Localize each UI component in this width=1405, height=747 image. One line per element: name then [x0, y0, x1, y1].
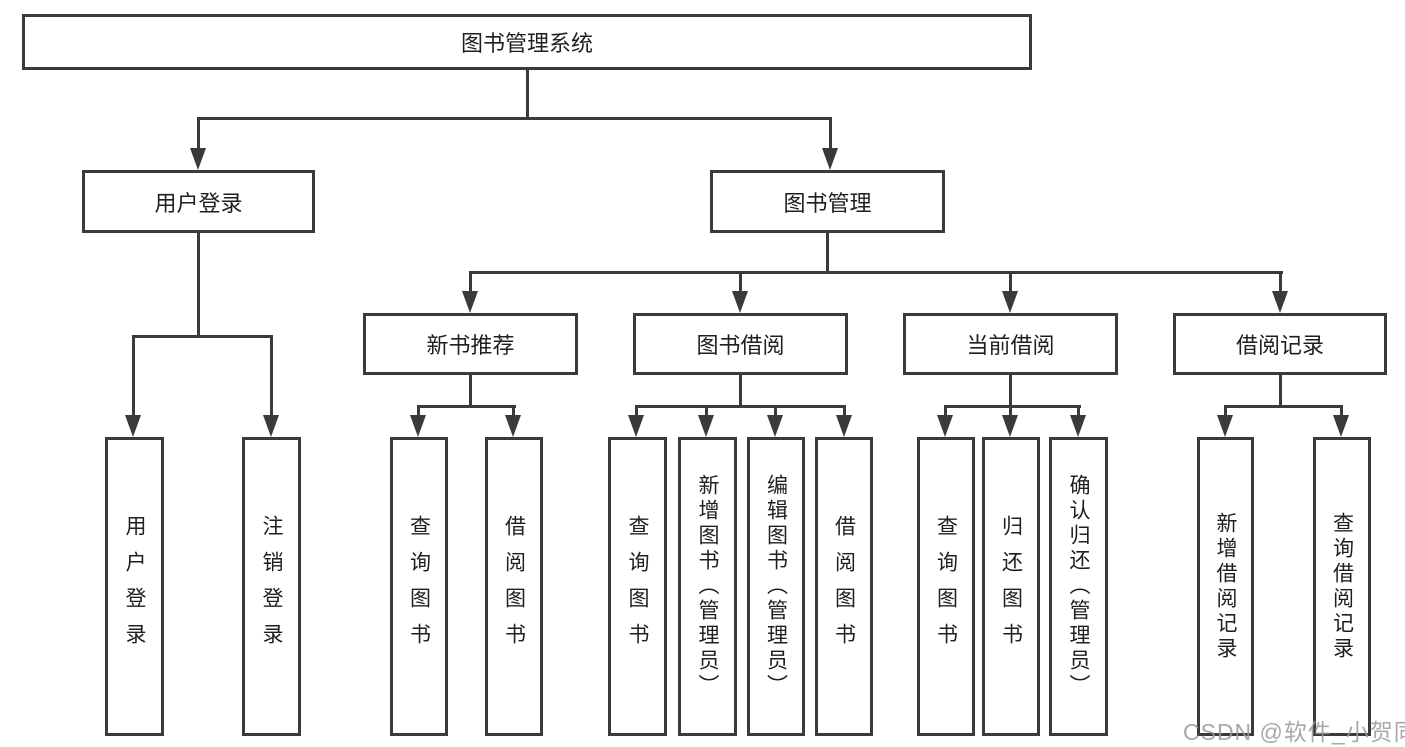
connector-hline	[197, 117, 832, 120]
node-label: 新书推荐	[426, 333, 515, 358]
connector-vline	[1224, 405, 1227, 417]
leaf-query-books-borrowing: 查询图书	[608, 437, 667, 736]
node-new-book-recommend: 新书推荐	[363, 313, 578, 375]
connector-vline	[635, 405, 638, 417]
arrow-down-icon	[1002, 291, 1018, 313]
node-label: 当前借阅	[966, 333, 1055, 358]
leaf-return-books: 归还图书	[982, 437, 1040, 736]
leaf-confirm-return-admin: 确认归还（管理员）	[1049, 437, 1108, 736]
connector-vline	[1077, 405, 1080, 417]
leaf-borrow-books-recommend: 借阅图书	[485, 437, 543, 736]
connector-vline	[944, 405, 947, 417]
node-label: 图书管理	[783, 190, 872, 216]
leaf-query-books-current: 查询图书	[917, 437, 975, 736]
arrow-down-icon	[125, 415, 141, 437]
arrow-down-icon	[836, 415, 852, 437]
leaf-user-login: 用户登录	[105, 437, 164, 736]
arrow-down-icon	[462, 291, 478, 313]
node-label: 新增图书（管理员）	[696, 474, 719, 699]
connector-vline	[197, 232, 200, 338]
node-root-library-system: 图书管理系统	[22, 14, 1032, 70]
arrow-down-icon	[628, 415, 644, 437]
node-label: 查询图书	[934, 514, 958, 659]
arrow-down-icon	[1272, 291, 1288, 313]
arrow-down-icon	[1217, 415, 1233, 437]
node-current-borrowing: 当前借阅	[903, 313, 1118, 375]
node-label: 查询图书	[407, 514, 431, 659]
connector-vline	[705, 405, 708, 417]
node-label: 用户登录	[123, 514, 146, 659]
leaf-query-books-recommend: 查询图书	[390, 437, 448, 736]
connector-vline	[197, 117, 200, 150]
connector-hline	[944, 405, 1081, 408]
connector-vline	[739, 375, 742, 408]
arrow-down-icon	[732, 291, 748, 313]
node-label: 查询图书	[626, 514, 649, 659]
connector-vline	[1009, 375, 1012, 408]
connector-vline	[1009, 271, 1012, 293]
node-label: 确认归还（管理员）	[1067, 474, 1090, 699]
node-user-login: 用户登录	[82, 170, 315, 233]
node-label: 用户登录	[154, 190, 243, 216]
node-label: 注销登录	[260, 514, 283, 659]
node-label: 借阅图书	[832, 514, 856, 659]
arrow-down-icon	[822, 148, 838, 170]
arrow-down-icon	[190, 148, 206, 170]
arrow-down-icon	[767, 415, 783, 437]
node-label: 图书管理系统	[460, 31, 593, 56]
arrow-down-icon	[1333, 415, 1349, 437]
connector-vline	[826, 232, 829, 274]
leaf-edit-books-admin: 编辑图书（管理员）	[747, 437, 805, 736]
arrow-down-icon	[1070, 415, 1086, 437]
connector-hline	[1224, 405, 1343, 408]
leaf-logout: 注销登录	[242, 437, 301, 736]
connector-vline	[774, 405, 777, 417]
node-label: 查询借阅记录	[1330, 511, 1354, 662]
node-label: 图书借阅	[696, 333, 785, 358]
node-label: 借阅图书	[502, 514, 526, 659]
connector-vline	[1340, 405, 1343, 417]
connector-hline	[635, 405, 846, 408]
connector-vline	[526, 70, 529, 120]
connector-hline	[417, 405, 516, 408]
connector-vline	[469, 271, 472, 293]
connector-vline	[1009, 405, 1012, 417]
connector-vline	[829, 117, 832, 150]
connector-vline	[512, 405, 515, 417]
connector-hline	[469, 271, 1283, 274]
arrow-down-icon	[1002, 415, 1018, 437]
connector-vline	[1279, 375, 1282, 408]
arrow-down-icon	[263, 415, 279, 437]
node-borrow-records: 借阅记录	[1173, 313, 1387, 375]
node-label: 归还图书	[999, 514, 1023, 659]
leaf-borrow-books: 借阅图书	[815, 437, 873, 736]
arrow-down-icon	[698, 415, 714, 437]
leaf-add-borrow-record: 新增借阅记录	[1197, 437, 1254, 736]
leaf-query-borrow-record: 查询借阅记录	[1313, 437, 1371, 736]
arrow-down-icon	[505, 415, 521, 437]
node-label: 编辑图书（管理员）	[764, 474, 788, 699]
node-label: 新增借阅记录	[1214, 511, 1237, 662]
arrow-down-icon	[410, 415, 426, 437]
leaf-add-books-admin: 新增图书（管理员）	[678, 437, 737, 736]
connector-vline	[270, 335, 273, 417]
node-book-borrowing: 图书借阅	[633, 313, 848, 375]
connector-hline	[132, 335, 273, 338]
connector-vline	[417, 405, 420, 417]
csdn-watermark: CSDN @软件_小贺同学	[1183, 719, 1405, 745]
node-book-management: 图书管理	[710, 170, 945, 233]
node-label: 借阅记录	[1235, 333, 1324, 358]
connector-vline	[739, 271, 742, 293]
connector-vline	[132, 335, 135, 417]
connector-vline	[469, 375, 472, 408]
arrow-down-icon	[937, 415, 953, 437]
connector-vline	[843, 405, 846, 417]
connector-vline	[1279, 271, 1282, 293]
